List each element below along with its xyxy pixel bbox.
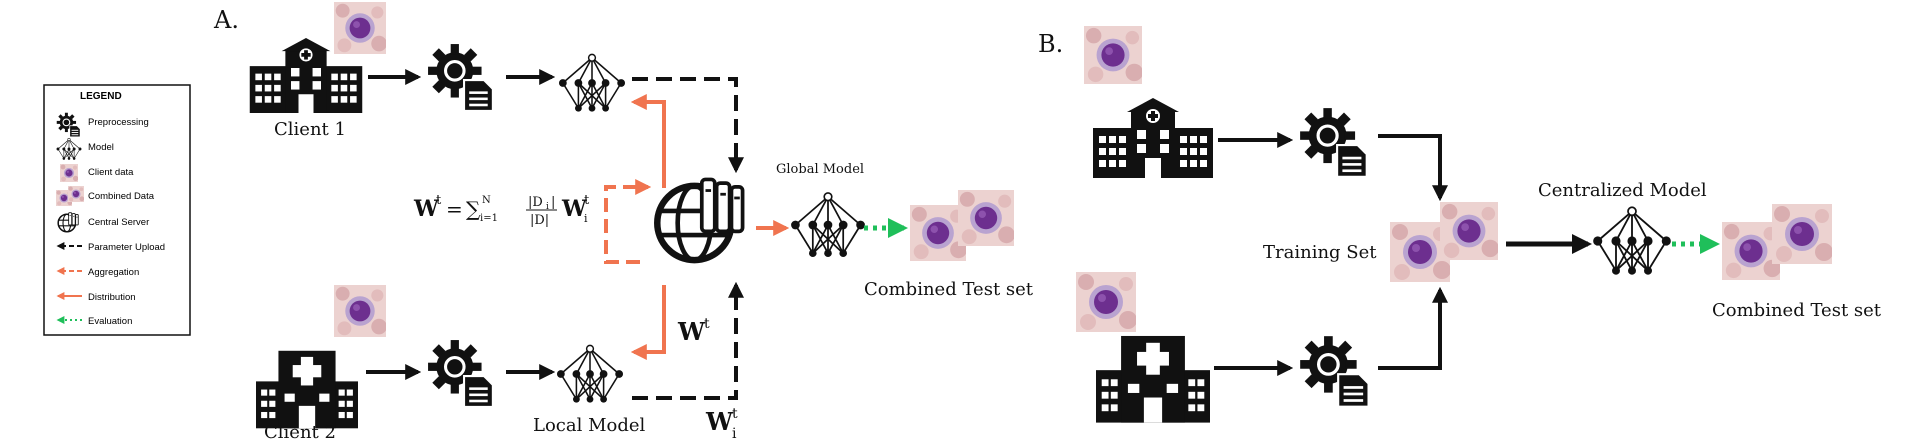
cell-image-icon [1084,26,1142,84]
combined-cells-icon [1772,204,1832,264]
svg-text:i: i [732,426,737,439]
combined-cells-icon [1440,202,1498,260]
legend-label: Evaluation [88,316,132,327]
combined-test-set-label: Combined Test set [1712,300,1882,321]
centralized-model-label: Centralized Model [1538,180,1707,201]
preprocess-to-training-arrow-2 [1378,286,1448,370]
legend-label: Model [88,142,114,153]
client-2-label: Client 2 [264,422,336,439]
svg-text:W: W [413,196,439,222]
svg-text:|D: |D [528,195,543,210]
hospital-icon [1096,335,1210,423]
cell-image-icon [334,285,386,337]
svg-text:t: t [704,316,710,332]
svg-text:i: i [546,202,549,212]
cell-image-icon [334,2,386,54]
svg-text:W: W [561,196,587,222]
neural-network-icon [556,344,624,404]
combined-cells-icon [68,186,84,202]
aggregation-arrow [604,179,652,264]
distributed-weights-label: W t [677,316,710,346]
parameter-upload-arrow-2 [632,281,744,400]
legend-label: Parameter Upload [88,242,165,253]
preprocess-to-training-arrow-1 [1378,134,1448,202]
distribution-arrow-2 [630,285,666,360]
legend-label: Distribution [88,292,136,303]
gear-document-icon [426,338,496,410]
distribution-arrow-1 [630,94,666,188]
neural-network-icon [790,192,866,258]
combined-test-set-label: Combined Test set [864,279,1034,300]
hospital-icon [1093,98,1213,178]
legend-title: LEGEND [80,91,122,102]
cell-image-icon [1076,272,1136,332]
legend-label: Client data [88,167,134,178]
client-1-label: Client 1 [274,119,346,140]
aggregation-formula: W t = ∑ N i=1 |D i | |D| W t i [413,193,590,228]
svg-text:t: t [732,406,738,422]
hospital-icon [256,350,358,429]
svg-text:=: = [446,197,463,221]
svg-text:∑: ∑ [466,197,481,221]
cell-image-icon [60,164,78,182]
local-model-label: Local Model [533,415,646,436]
gear-document-icon [1298,334,1372,410]
training-set-label: Training Set [1263,242,1377,263]
legend-label: Preprocessing [88,117,149,128]
svg-text:t: t [584,193,590,208]
svg-text:i: i [584,212,588,225]
neural-network-icon [1592,206,1672,276]
panel-b: B. Training Set Centralized Model Combin… [1038,26,1882,423]
legend-label: Aggregation [88,267,139,278]
global-model-label: Global Model [776,162,864,177]
combined-cells-icon [958,190,1014,246]
gear-document-icon [426,42,496,114]
neural-network-icon [558,53,626,113]
panel-a: A. Client 1 Client 2 Local Model W t = [213,2,1034,439]
gear-document-icon [1298,106,1370,180]
local-weights-label: W t i [705,406,738,439]
svg-text:W: W [677,317,706,346]
svg-text:t: t [436,193,442,208]
svg-text:|: | [551,195,555,210]
legend-label: Combined Data [88,191,155,202]
svg-text:i=1: i=1 [480,213,498,224]
parameter-upload-arrow-1 [632,77,744,174]
legend-label: Central Server [88,217,149,228]
svg-text:W: W [705,407,734,436]
panel-a-label: A. [213,6,239,34]
svg-text:N: N [482,195,491,206]
globe-server-icon [657,179,742,260]
panel-b-label: B. [1038,30,1063,58]
svg-text:|D|: |D| [530,213,549,228]
legend: LEGEND Preprocessing Model Client data C… [43,84,191,336]
